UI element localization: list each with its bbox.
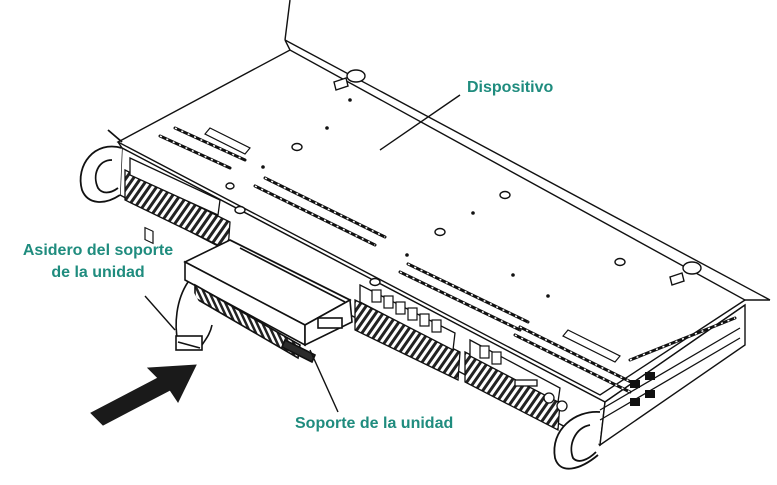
leader-handle — [144, 295, 176, 331]
drive-carrier — [183, 239, 353, 364]
front-led-slots — [630, 372, 655, 406]
top-label-plates — [204, 127, 621, 363]
leader-device — [379, 94, 461, 151]
rear-lock-tabs — [333, 69, 702, 286]
insert-direction-arrow-icon — [90, 364, 197, 426]
label-device: Dispositivo — [467, 79, 554, 96]
front-panel-controls — [514, 327, 741, 421]
leader-carrier — [309, 349, 339, 413]
label-drive-carrier: Soporte de la unidad — [295, 415, 454, 432]
top-screws — [225, 142, 626, 287]
rack-ear-left — [79, 129, 123, 203]
bay-windows — [144, 226, 502, 365]
vent-gaps — [159, 127, 736, 393]
label-carrier-handle-line2: de la unidad — [51, 264, 145, 281]
rack-ear-right — [553, 411, 601, 470]
label-carrier-handle-line1: Asidero del soporte — [22, 242, 174, 259]
leader-lines — [144, 94, 461, 413]
carrier-handle — [175, 281, 213, 351]
label-carrier-handle: Asidero del soporte de la unidad — [18, 240, 178, 284]
top-dots — [261, 98, 550, 298]
